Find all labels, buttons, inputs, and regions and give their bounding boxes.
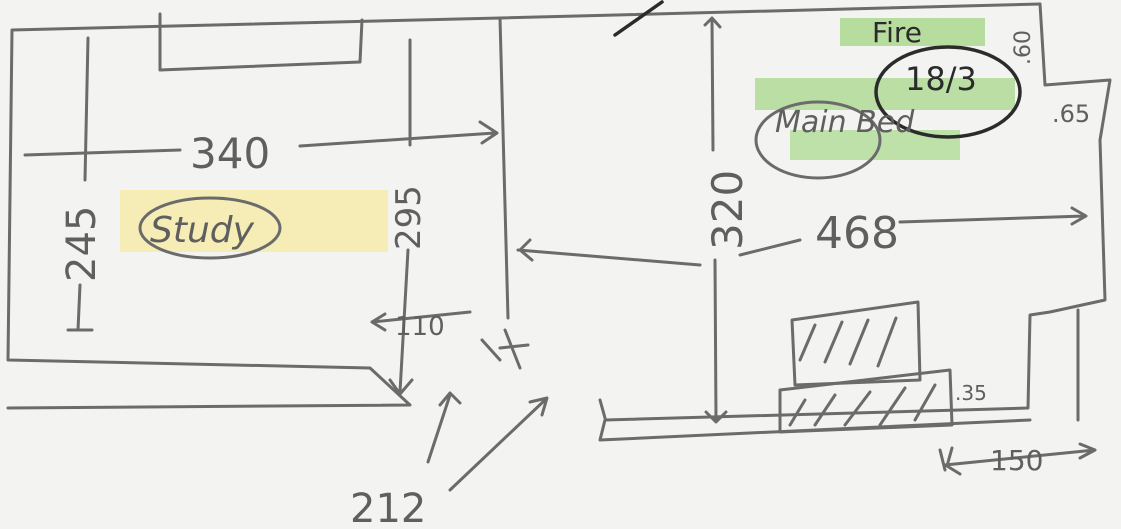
landing-width-label: 212 [350, 486, 426, 529]
fireplace-label: Fire [872, 16, 922, 49]
bed-width-label: 468 [815, 208, 899, 259]
study-depth-label: 245 [59, 206, 105, 282]
study-door-gap-line [370, 310, 472, 332]
wardrobe-lower [778, 368, 954, 434]
area-circle [874, 45, 1022, 139]
door-swing [480, 328, 530, 370]
window-width-label: 150 [990, 444, 1043, 477]
study-highlight [120, 190, 388, 252]
study-window [158, 12, 364, 72]
top-wall [498, 2, 1042, 20]
note-65-label: .65 [1052, 100, 1090, 128]
landing-arrows [426, 391, 607, 492]
study-side-label: 295 [389, 185, 429, 250]
bed-depth-line [703, 16, 728, 424]
note-35-label: .35 [955, 381, 987, 405]
bed-highlight-1 [840, 18, 985, 46]
study-name-label: Study [150, 210, 255, 251]
window-dim-line [938, 442, 1097, 476]
study-side-line [388, 38, 414, 396]
bed-depth-label: 320 [703, 170, 752, 250]
wardrobe-upper [790, 300, 922, 387]
study-depth-line [66, 36, 94, 332]
bed-circle [754, 100, 882, 180]
main-bed-outer-wall [598, 2, 1112, 442]
note-60-label: .60 [1011, 30, 1036, 65]
pen-stroke [613, 0, 664, 37]
bed-name-label: Main Bed [775, 105, 915, 140]
study-circle [138, 196, 282, 260]
study-door-gap-label: 110 [395, 312, 445, 342]
study-width-line [23, 120, 499, 157]
bed-width-line [516, 206, 1088, 267]
area-label: 18/3 [905, 60, 977, 98]
study-width-label: 340 [190, 129, 270, 178]
